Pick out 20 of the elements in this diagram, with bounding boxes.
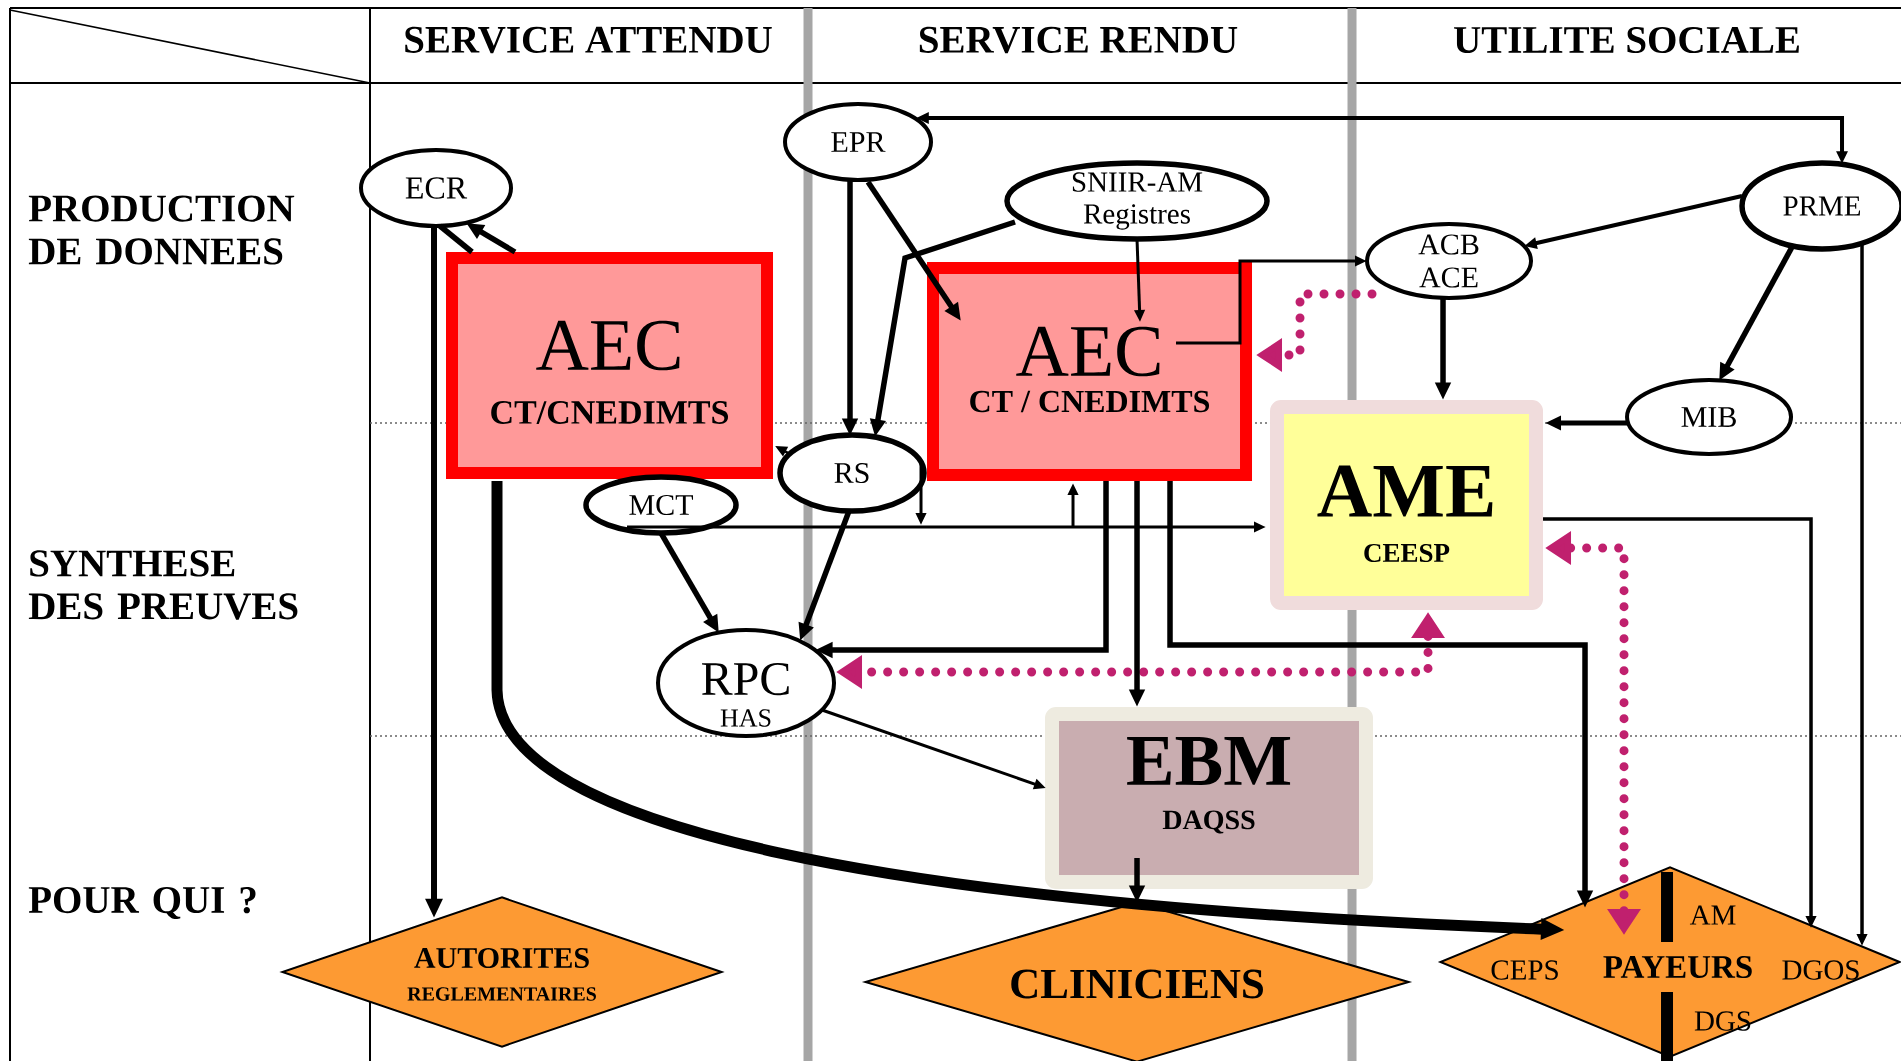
ellipse-node: RPC HAS — [656, 628, 836, 738]
ellipse-node: MCT — [583, 474, 739, 536]
process-box: AEC CT / CNEDIMTS — [927, 262, 1252, 481]
ellipse-node: ACB ACE — [1365, 222, 1533, 300]
row-label: POUR QUI ? — [28, 886, 256, 920]
ellipse-node: EPR — [783, 102, 933, 182]
ellipse-node: MIB — [1625, 378, 1793, 456]
connector-line — [438, 223, 474, 255]
ellipse-node: RS — [777, 432, 927, 514]
process-box: AEC CT/CNEDIMTS — [446, 252, 773, 479]
ellipse-node: SNIIR-AM Registres — [1004, 160, 1270, 242]
row-label: SYNTHESE DES PREUVES — [28, 550, 298, 620]
column-header: SERVICE ATTENDU — [405, 26, 772, 54]
process-box: AME CEESP — [1270, 400, 1543, 610]
column-header: SERVICE RENDU — [919, 26, 1238, 54]
row-label: PRODUCTION DE DONNEES — [28, 195, 295, 265]
ellipse-node: ECR — [359, 148, 513, 228]
diamond-node: AM CEPS PAYEURS DGOS DGS — [1437, 866, 1901, 1061]
process-box: EBM DAQSS — [1045, 707, 1373, 889]
column-header: UTILITE SOCIALE — [1454, 26, 1799, 54]
